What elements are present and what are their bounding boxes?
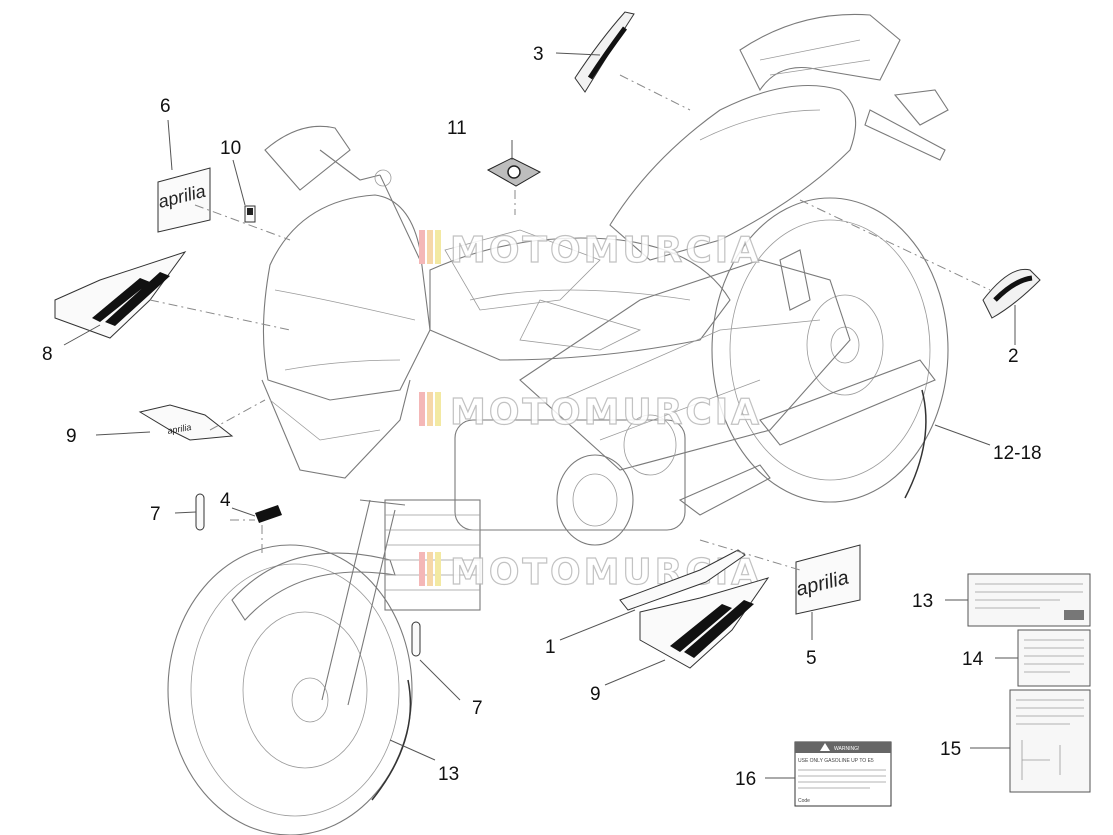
callout-13-rear: 12-18 xyxy=(993,443,1042,464)
label-16-tyre-pressure xyxy=(1009,689,1091,793)
svg-text:MOTOMURCIA: MOTOMURCIA xyxy=(450,392,762,433)
svg-text:Code: Code xyxy=(798,798,810,804)
decal-5-aprilia-logo: aprilia xyxy=(794,544,861,615)
decal-10-fairing: aprilia xyxy=(138,404,234,441)
callout-7-lower: 7 xyxy=(472,698,483,719)
motorcycle-drawing xyxy=(167,13,949,835)
watermark-top: MOTOMURCIA xyxy=(419,229,762,272)
svg-text:USE ONLY GASOLINE UP TO E5: USE ONLY GASOLINE UP TO E5 xyxy=(798,758,874,764)
decal-6-aprilia-logo: aprilia xyxy=(156,167,211,233)
decal-11-small xyxy=(244,205,256,223)
callout-6: 6 xyxy=(160,96,171,117)
callout-labels: 3 2 6 10 11 8 9 7 4 7 1 9 5 12-18 13 13 … xyxy=(42,44,1042,790)
callout-7-upper: 7 xyxy=(150,504,161,525)
callout-10: 9 xyxy=(66,426,77,447)
label-17-fuel-warning: WARNING! USE ONLY GASOLINE UP TO E5 Code xyxy=(794,741,892,807)
decal-13-rear-rim xyxy=(904,389,927,499)
callout-13-front: 13 xyxy=(438,764,459,785)
svg-text:MOTOMURCIA: MOTOMURCIA xyxy=(450,230,762,271)
callout-8: 8 xyxy=(42,344,53,365)
callout-15: 14 xyxy=(962,649,984,670)
decal-4-label xyxy=(255,505,282,523)
callout-14: 13 xyxy=(912,591,933,612)
label-15-info xyxy=(1017,629,1091,687)
assembly-lines xyxy=(149,74,991,571)
svg-text:WARNING!: WARNING! xyxy=(834,746,859,752)
callout-12-18: 11 xyxy=(447,118,467,139)
svg-text:MOTOMURCIA: MOTOMURCIA xyxy=(450,552,762,593)
decal-9-side-graphic xyxy=(639,577,770,669)
decal-8-side-graphic xyxy=(54,251,187,339)
decal-13-front-rim xyxy=(371,679,412,801)
decal-7-fork-lower xyxy=(411,621,421,657)
label-14-emission xyxy=(967,573,1091,627)
leader-lines xyxy=(63,52,1018,779)
callout-11: 10 xyxy=(220,138,241,159)
decal-1-stripe xyxy=(619,549,746,611)
decal-2-tail-stripe xyxy=(982,268,1041,319)
decal-12-18-badge xyxy=(486,157,542,187)
callout-3: 3 xyxy=(533,44,544,65)
svg-text:aprilia: aprilia xyxy=(167,422,192,436)
callout-2: 2 xyxy=(1008,346,1019,367)
callout-9: 9 xyxy=(590,684,601,705)
callout-16: 15 xyxy=(940,739,961,760)
callout-17: 16 xyxy=(735,769,756,790)
decal-3-tail-stripe xyxy=(574,11,635,93)
watermark-middle: MOTOMURCIA xyxy=(419,391,762,434)
watermark-bottom: MOTOMURCIA xyxy=(419,551,762,594)
callout-4: 4 xyxy=(220,490,231,511)
callout-5: 5 xyxy=(806,648,817,669)
decal-7-fork-upper xyxy=(195,493,205,531)
callout-1: 1 xyxy=(545,637,556,658)
